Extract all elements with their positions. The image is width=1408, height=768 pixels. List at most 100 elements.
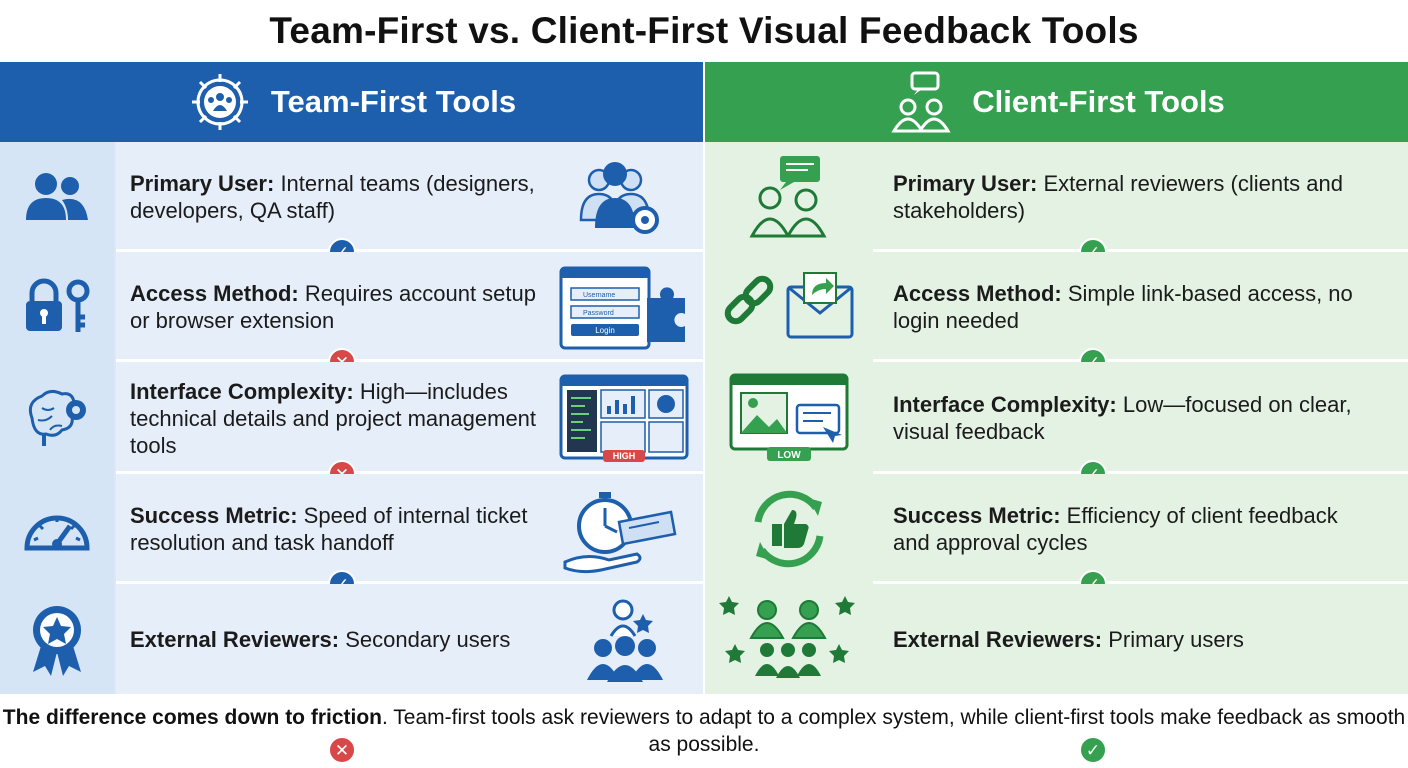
team-row-icon-cell xyxy=(0,142,114,252)
client-row-body: External Reviewers: Primary users xyxy=(873,584,1408,694)
footer-bold-text: The difference comes down to friction xyxy=(2,706,383,729)
client-row-icon-cell xyxy=(705,584,873,694)
client-row-icon-cell: LOW xyxy=(705,362,873,474)
low-tag: LOW xyxy=(777,450,801,461)
team-external-reviewers-text: External Reviewers: Secondary users xyxy=(130,584,560,694)
team-row-body: Primary User: Internal teams (designers,… xyxy=(116,142,703,252)
team-gear-icon xyxy=(191,74,248,130)
client-row-icon-cell xyxy=(705,474,873,584)
team-access-method-text: Access Method: Requires account setup or… xyxy=(130,252,560,362)
row-value: High—includes technical details and proj… xyxy=(130,378,537,458)
team-row-body: External Reviewers: Secondary users xyxy=(116,584,703,694)
row-value: Primary users xyxy=(1108,626,1244,652)
row-label: External Reviewers: xyxy=(893,626,1103,652)
column-divider xyxy=(703,62,705,694)
high-tag: HIGH xyxy=(613,451,636,461)
client-row-external-reviewers: External Reviewers: Primary users ✓ xyxy=(705,584,1408,764)
row-label: External Reviewers: xyxy=(130,626,340,652)
client-primary-user-text: Primary User: External reviewers (client… xyxy=(893,142,1373,252)
row-separator xyxy=(116,581,703,584)
group-star-illustration xyxy=(587,599,663,682)
password-placeholder: Password xyxy=(583,310,614,317)
client-row-icon-cell xyxy=(705,142,873,252)
row-value: Speed of internal ticket resolution and … xyxy=(130,503,528,555)
row-value: External reviewers (clients and stakehol… xyxy=(893,171,1344,223)
row-separator xyxy=(873,581,1408,584)
row-value: Requires account setup or browser extens… xyxy=(130,281,536,333)
row-label: Access Method: xyxy=(130,281,299,306)
team-first-column: Team-First Tools Primary User: Internal … xyxy=(0,62,703,764)
team-row-body: Success Metric: Speed of internal ticket… xyxy=(116,474,703,584)
client-row-interface-complexity: LOW Interface Complexity: Low—focused on… xyxy=(705,362,1408,488)
row-value: Low—focused on clear, visual feedback xyxy=(893,392,1352,444)
client-row-body: Primary User: External reviewers (client… xyxy=(873,142,1408,252)
row-value: Internal teams (designers, developers, Q… xyxy=(130,171,535,223)
team-first-heading: Team-First Tools xyxy=(270,84,517,119)
team-success-metric-text: Success Metric: Speed of internal ticket… xyxy=(130,474,560,584)
client-row-success-metric: Success Metric: Efficiency of client fee… xyxy=(705,474,1408,598)
row-label: Primary User: xyxy=(893,171,1038,196)
page-title: Team-First vs. Client-First Visual Feedb… xyxy=(269,10,1139,51)
client-first-heading: Client-First Tools xyxy=(972,84,1225,119)
footer-rest-text: . Team-first tools ask reviewers to adap… xyxy=(382,706,1406,756)
team-first-header: Team-First Tools xyxy=(0,62,703,142)
speedometer-icon xyxy=(24,515,90,551)
lock-key-icon xyxy=(26,278,90,332)
row-label: Success Metric: xyxy=(130,503,298,528)
footer-summary: The difference comes down to friction. T… xyxy=(0,704,1408,764)
client-row-body: Interface Complexity: Low—focused on cle… xyxy=(873,362,1408,474)
group-stars-icon xyxy=(719,596,855,678)
client-row-body: Success Metric: Efficiency of client fee… xyxy=(873,474,1408,584)
client-access-method-text: Access Method: Simple link-based access,… xyxy=(893,252,1373,362)
team-row-icon-cell xyxy=(0,362,114,474)
row-value: Simple link-based access, no login neede… xyxy=(893,281,1353,333)
brain-gear-icon xyxy=(28,389,86,446)
client-success-metric-text: Success Metric: Efficiency of client fee… xyxy=(893,474,1373,584)
login-form-illustration: Username Password Login xyxy=(559,266,685,350)
row-label: Primary User: xyxy=(130,171,275,196)
team-row-access-method: Access Method: Requires account setup or… xyxy=(0,252,703,376)
team-row-external-reviewers: External Reviewers: Secondary users ✕ xyxy=(0,584,703,764)
team-row-interface-complexity: Interface Complexity: High—includes tech… xyxy=(0,362,703,488)
row-label: Interface Complexity: xyxy=(130,378,354,404)
clients-chat-icon xyxy=(891,71,951,133)
row-separator xyxy=(116,471,703,474)
team-row-icon-cell xyxy=(0,474,114,584)
award-ribbon-icon xyxy=(33,606,81,676)
team-row-icon-cell xyxy=(0,252,114,362)
link-envelope-icon xyxy=(724,272,854,339)
row-label: Interface Complexity: xyxy=(893,392,1117,417)
team-row-success-metric: Success Metric: Speed of internal ticket… xyxy=(0,474,703,598)
client-first-header: Client-First Tools xyxy=(705,62,1408,142)
thumbs-up-cycle-icon xyxy=(754,490,824,568)
client-row-body: Access Method: Simple link-based access,… xyxy=(873,252,1408,362)
username-placeholder: Username xyxy=(583,292,615,299)
row-separator xyxy=(873,359,1408,362)
stopwatch-ticket-illustration xyxy=(563,492,677,574)
row-value: Efficiency of client feedback and approv… xyxy=(893,503,1338,555)
cross-badge-icon: ✕ xyxy=(328,736,356,764)
client-row-access-method: Access Method: Simple link-based access,… xyxy=(705,252,1408,376)
row-separator xyxy=(116,359,703,362)
row-label: Access Method: xyxy=(893,281,1062,306)
login-button-label: Login xyxy=(595,326,615,335)
team-row-icon-cell xyxy=(0,584,114,694)
team-row-body: Access Method: Requires account setup or… xyxy=(116,252,703,362)
team-gear-illustration xyxy=(579,162,659,234)
image-comment-icon: LOW xyxy=(729,373,849,461)
client-external-reviewers-text: External Reviewers: Primary users xyxy=(893,584,1373,694)
team-interface-complexity-text: Interface Complexity: High—includes tech… xyxy=(130,362,560,474)
row-separator xyxy=(873,249,1408,252)
clients-chat-icon xyxy=(749,156,827,238)
check-badge-icon: ✓ xyxy=(1079,736,1107,764)
team-row-primary-user: Primary User: Internal teams (designers,… xyxy=(0,142,703,266)
row-separator xyxy=(116,249,703,252)
client-row-primary-user: Primary User: External reviewers (client… xyxy=(705,142,1408,266)
row-label: Success Metric: xyxy=(893,503,1061,528)
client-first-column: Client-First Tools Primary User: Externa… xyxy=(705,62,1408,764)
row-value: Secondary users xyxy=(345,626,511,652)
client-row-icon-cell xyxy=(705,252,873,362)
row-separator xyxy=(873,471,1408,474)
users-icon xyxy=(26,173,88,220)
dashboard-illustration: HIGH xyxy=(559,374,689,462)
